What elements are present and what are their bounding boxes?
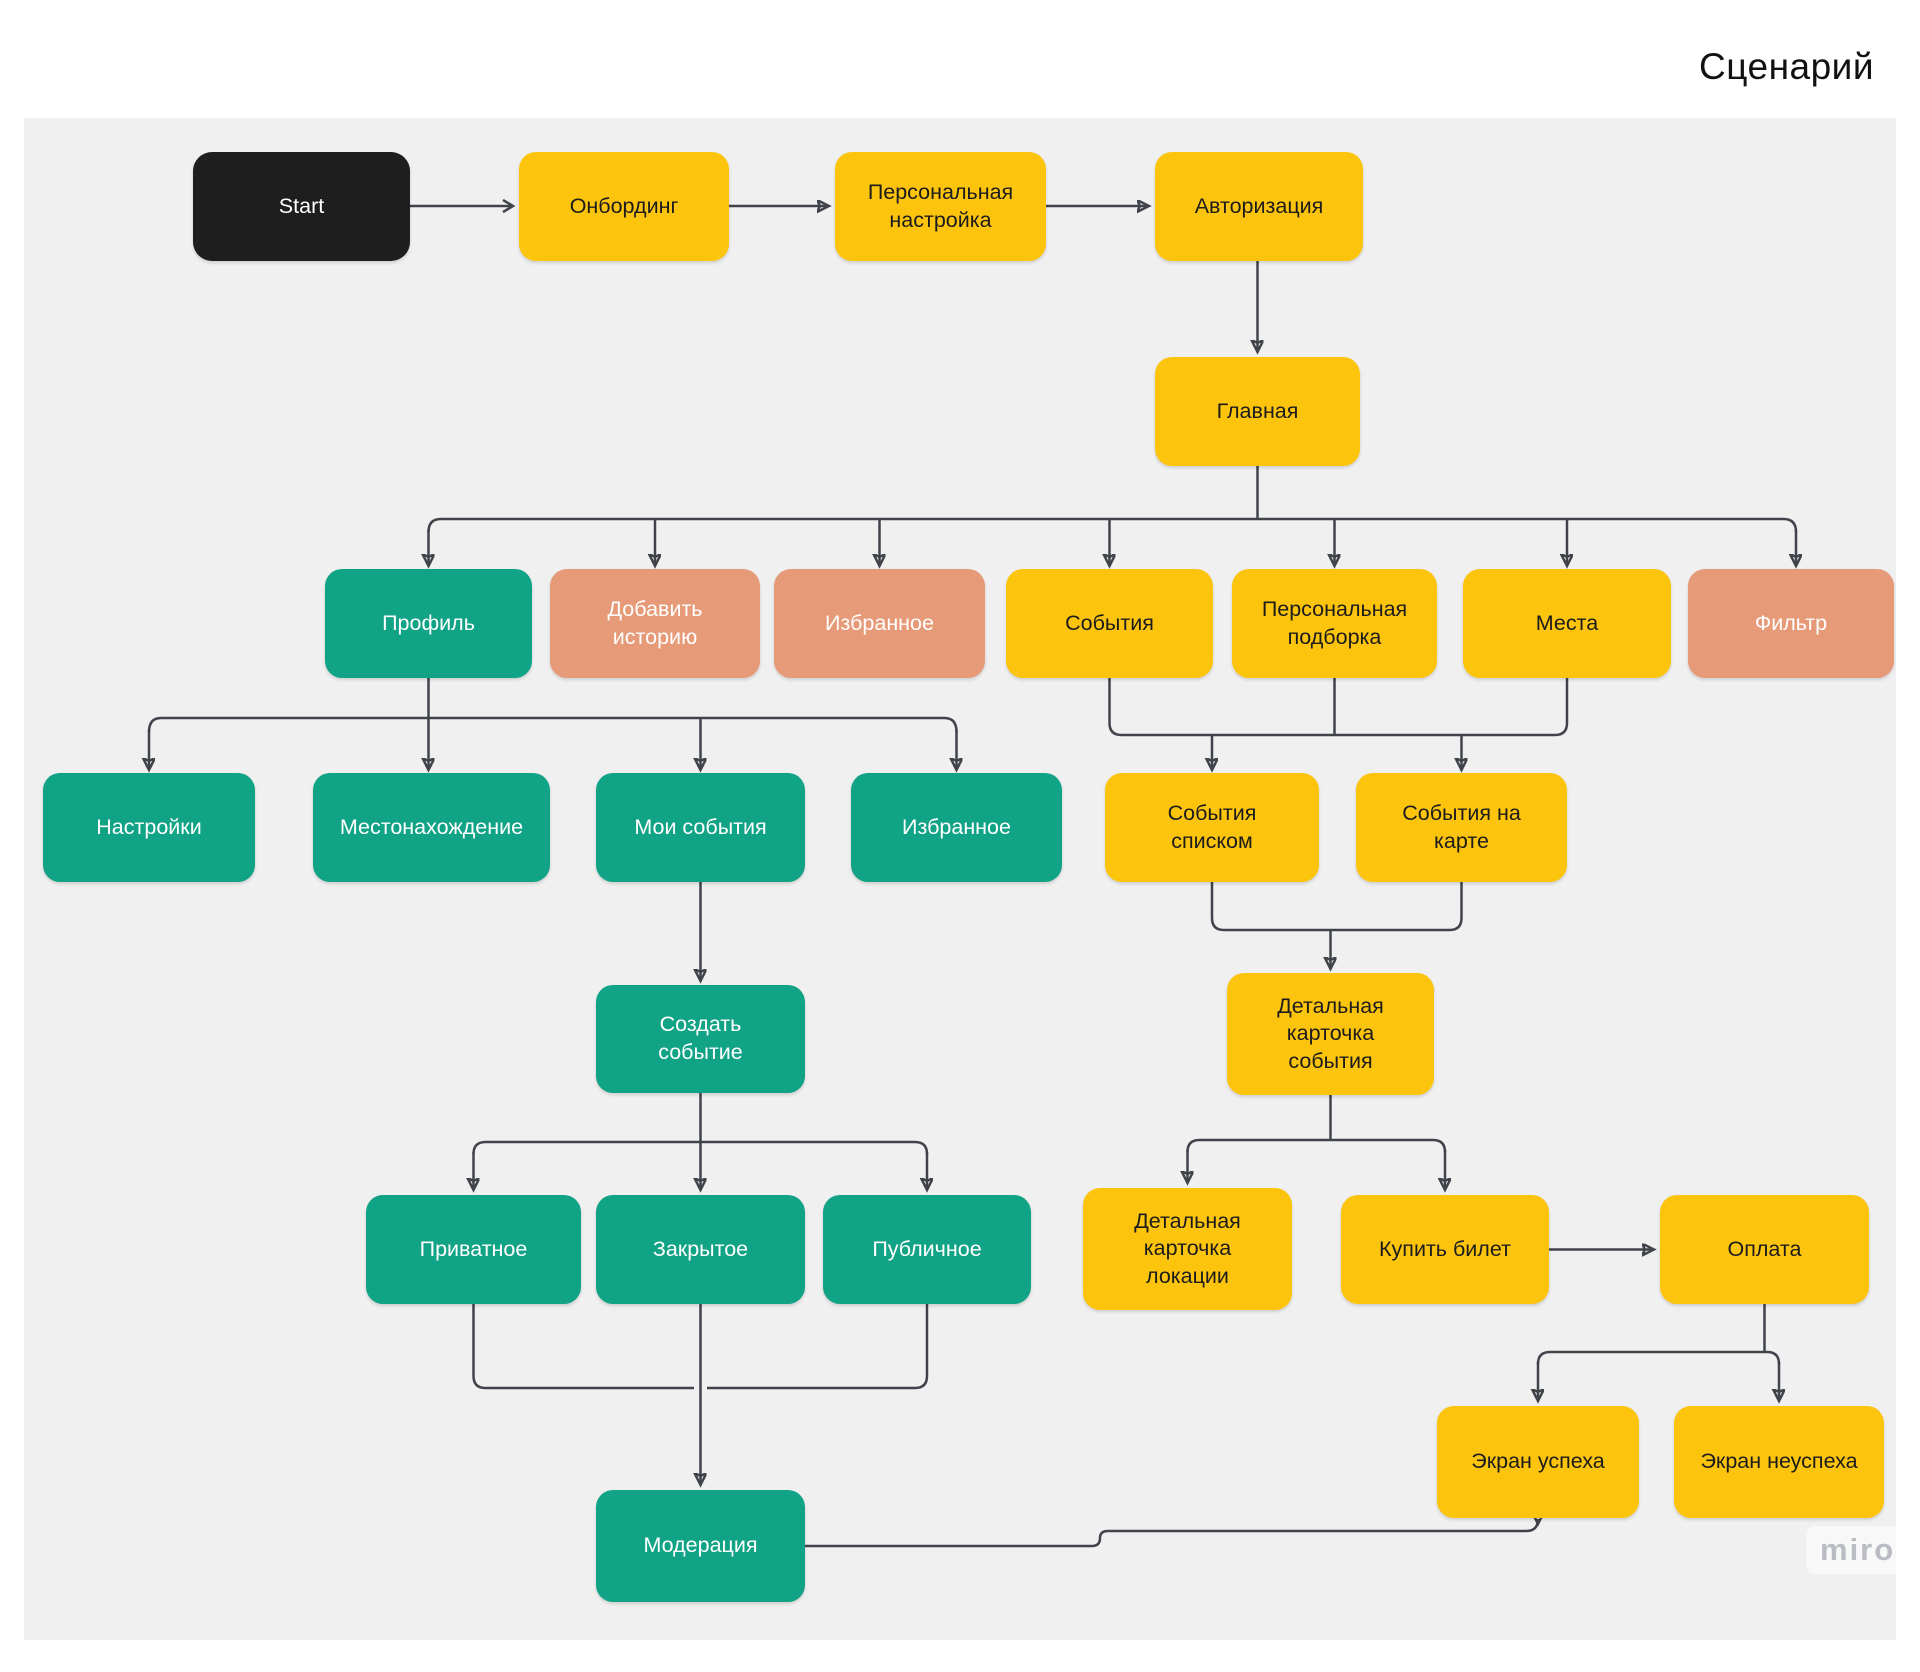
node-buy-ticket[interactable]: Купить билет	[1341, 1195, 1549, 1304]
node-location-card[interactable]: Детальная карточка локации	[1083, 1188, 1292, 1310]
node-profile[interactable]: Профиль	[325, 569, 532, 678]
node-moderation[interactable]: Модерация	[596, 1490, 805, 1602]
node-personal-collection[interactable]: Персональная подборка	[1232, 569, 1437, 678]
node-event-card[interactable]: Детальная карточка события	[1227, 973, 1434, 1095]
node-success-screen[interactable]: Экран успеха	[1437, 1406, 1639, 1518]
node-filter[interactable]: Фильтр	[1688, 569, 1894, 678]
node-payment[interactable]: Оплата	[1660, 1195, 1869, 1304]
node-onboarding[interactable]: Онбординг	[519, 152, 729, 261]
node-authorization[interactable]: Авторизация	[1155, 152, 1363, 261]
node-failure-screen[interactable]: Экран неуспеха	[1674, 1406, 1884, 1518]
node-personal-setup[interactable]: Персональная настройка	[835, 152, 1046, 261]
miro-watermark: miro	[1806, 1526, 1910, 1574]
board-title[interactable]: Сценарий	[1699, 46, 1874, 87]
node-favorites[interactable]: Избранное	[774, 569, 985, 678]
node-settings[interactable]: Настройки	[43, 773, 255, 882]
node-events-map[interactable]: События на карте	[1356, 773, 1567, 882]
node-add-story[interactable]: Добавить историю	[550, 569, 760, 678]
node-events[interactable]: События	[1006, 569, 1213, 678]
node-my-events[interactable]: Мои события	[596, 773, 805, 882]
node-events-list[interactable]: События списком	[1105, 773, 1319, 882]
node-closed[interactable]: Закрытое	[596, 1195, 805, 1304]
node-places[interactable]: Места	[1463, 569, 1671, 678]
node-private[interactable]: Приватное	[366, 1195, 581, 1304]
node-public[interactable]: Публичное	[823, 1195, 1031, 1304]
node-favorites-profile[interactable]: Избранное	[851, 773, 1062, 882]
node-start[interactable]: Start	[193, 152, 410, 261]
node-create-event[interactable]: Создать событие	[596, 985, 805, 1093]
node-location[interactable]: Местонахождение	[313, 773, 550, 882]
node-main[interactable]: Главная	[1155, 357, 1360, 466]
